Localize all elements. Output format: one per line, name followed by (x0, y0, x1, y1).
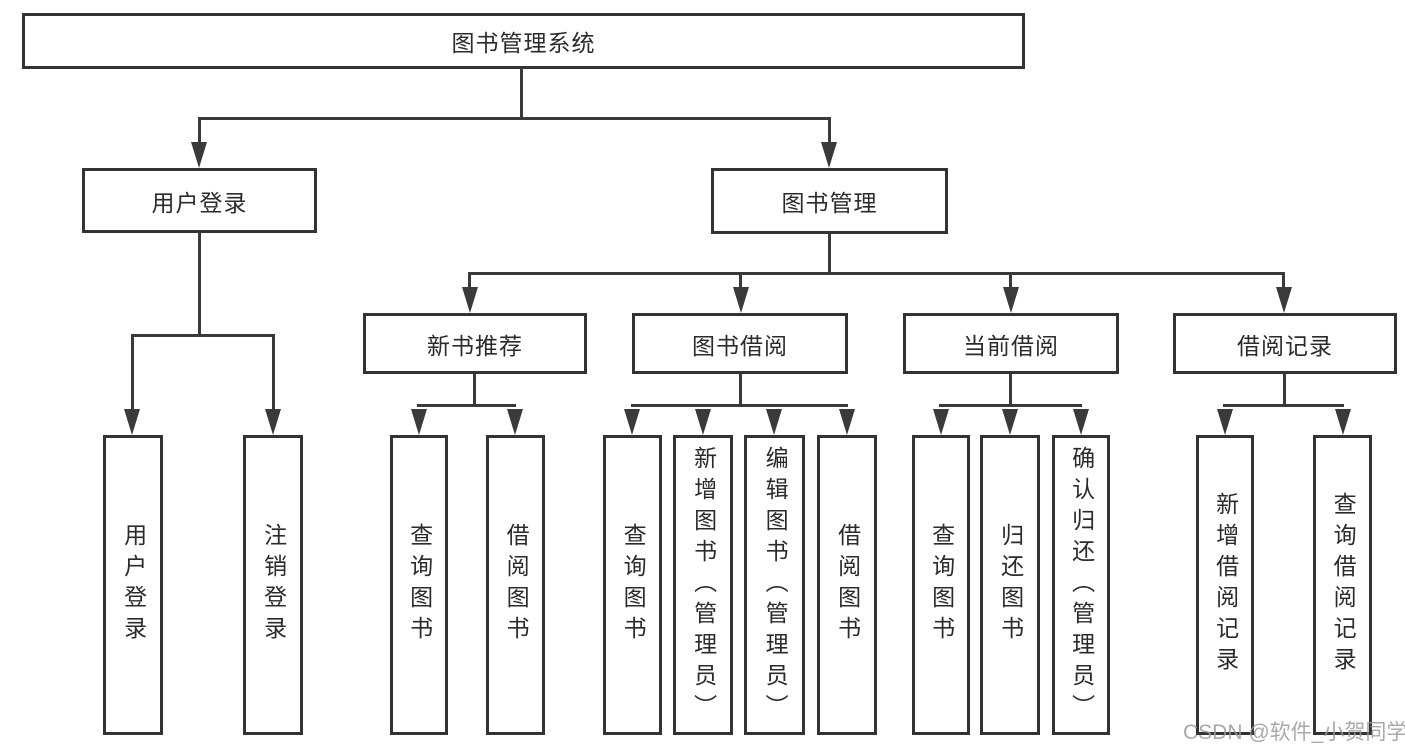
node-book-borrowing-label: 图书借阅 (692, 332, 788, 359)
leaf-query-books-recommend-label: 查询图书 (406, 523, 433, 647)
arrow-down-icon (265, 409, 281, 435)
arrow-down-icon (695, 409, 711, 435)
leaf-edit-books-admin-label: 编辑图书（管理员） (762, 445, 789, 725)
node-book-management: 图书管理 (711, 168, 948, 234)
connector-userlogin-drop2 (272, 334, 275, 412)
connector-root-stem (520, 67, 523, 120)
arrow-down-icon (1073, 409, 1089, 435)
leaf-borrow-books-recommend: 借阅图书 (486, 435, 545, 735)
node-current-borrowing: 当前借阅 (903, 313, 1119, 374)
connector-bookmgmt-drop2 (739, 272, 742, 290)
leaf-add-borrow-record: 新增借阅记录 (1196, 435, 1254, 735)
connector-currentsec-stem (1009, 374, 1012, 407)
connector-recordsec-bar (1223, 404, 1344, 407)
leaf-query-books-current-label: 查询图书 (928, 523, 955, 647)
connector-bookmgmt-drop4 (1282, 272, 1285, 290)
connector-bookmgmt-drop1 (468, 272, 471, 290)
leaf-query-books-borrow-label: 查询图书 (620, 523, 647, 647)
connector-borrowsec-bar (631, 404, 848, 407)
node-new-book-recommendation: 新书推荐 (363, 313, 587, 374)
node-current-borrowing-label: 当前借阅 (963, 332, 1059, 359)
node-user-login: 用户登录 (82, 168, 317, 233)
node-library-system-label: 图书管理系统 (451, 30, 596, 56)
arrow-down-icon (839, 409, 855, 435)
leaf-borrow-books-label: 借阅图书 (834, 523, 861, 647)
node-borrow-records: 借阅记录 (1173, 313, 1397, 374)
node-library-system: 图书管理系统 (22, 13, 1025, 69)
arrow-down-icon (933, 409, 949, 435)
leaf-borrow-books: 借阅图书 (817, 435, 877, 735)
leaf-confirm-return-admin-label: 确认归还（管理员） (1068, 445, 1095, 725)
connector-recommend-stem (473, 374, 476, 407)
leaf-add-borrow-record-label: 新增借阅记录 (1212, 492, 1239, 678)
connector-root-left-drop (198, 117, 201, 147)
node-borrow-records-label: 借阅记录 (1237, 332, 1333, 359)
connector-userlogin-drop1 (131, 334, 134, 412)
leaf-query-books-current: 查询图书 (912, 435, 970, 735)
node-new-book-recommendation-label: 新书推荐 (427, 332, 523, 359)
connector-root-bar (198, 117, 831, 120)
leaf-return-books-label: 归还图书 (997, 523, 1024, 647)
connector-borrowsec-stem (739, 374, 742, 407)
connector-bookmgmt-stem (828, 234, 831, 275)
leaf-add-books-admin-label: 新增图书（管理员） (690, 445, 717, 725)
connector-bookmgmt-drop3 (1009, 272, 1012, 290)
leaf-borrow-books-recommend-label: 借阅图书 (503, 523, 530, 647)
connector-bookmgmt-bar (468, 272, 1285, 275)
connector-userlogin-stem (198, 233, 201, 337)
node-user-login-label: 用户登录 (151, 189, 248, 216)
arrow-down-icon (1276, 287, 1292, 313)
arrow-down-icon (821, 142, 837, 168)
leaf-user-login: 用户登录 (103, 435, 163, 735)
leaf-query-borrow-record-label: 查询借阅记录 (1330, 492, 1357, 678)
connector-recommend-bar (417, 404, 516, 407)
leaf-confirm-return-admin: 确认归还（管理员） (1052, 435, 1110, 735)
connector-userlogin-bar (131, 334, 275, 337)
arrow-down-icon (766, 409, 782, 435)
arrow-down-icon (1335, 409, 1351, 435)
arrow-down-icon (624, 409, 640, 435)
arrow-down-icon (462, 287, 478, 313)
leaf-logout-label: 注销登录 (260, 523, 287, 647)
arrow-down-icon (1217, 409, 1233, 435)
arrow-down-icon (507, 409, 523, 435)
node-book-management-label: 图书管理 (781, 190, 878, 216)
arrow-down-icon (411, 409, 427, 435)
arrow-down-icon (1002, 409, 1018, 435)
arrow-down-icon (124, 409, 140, 435)
arrow-down-icon (191, 142, 207, 168)
connector-root-right-drop (828, 117, 831, 147)
leaf-query-books-borrow: 查询图书 (603, 435, 662, 735)
leaf-return-books: 归还图书 (980, 435, 1040, 735)
arrow-down-icon (1003, 287, 1019, 313)
leaf-add-books-admin: 新增图书（管理员） (673, 435, 733, 735)
leaf-query-borrow-record: 查询借阅记录 (1313, 435, 1372, 735)
leaf-user-login-label: 用户登录 (120, 523, 147, 647)
leaf-logout: 注销登录 (243, 435, 303, 735)
arrow-down-icon (733, 287, 749, 313)
leaf-edit-books-admin: 编辑图书（管理员） (744, 435, 805, 735)
csdn-watermark: CSDN @软件_小贺同学 (1183, 721, 1405, 744)
connector-currentsec-bar (939, 404, 1082, 407)
node-book-borrowing: 图书借阅 (632, 313, 848, 374)
leaf-query-books-recommend: 查询图书 (390, 435, 448, 735)
connector-recordsec-stem (1283, 374, 1286, 407)
